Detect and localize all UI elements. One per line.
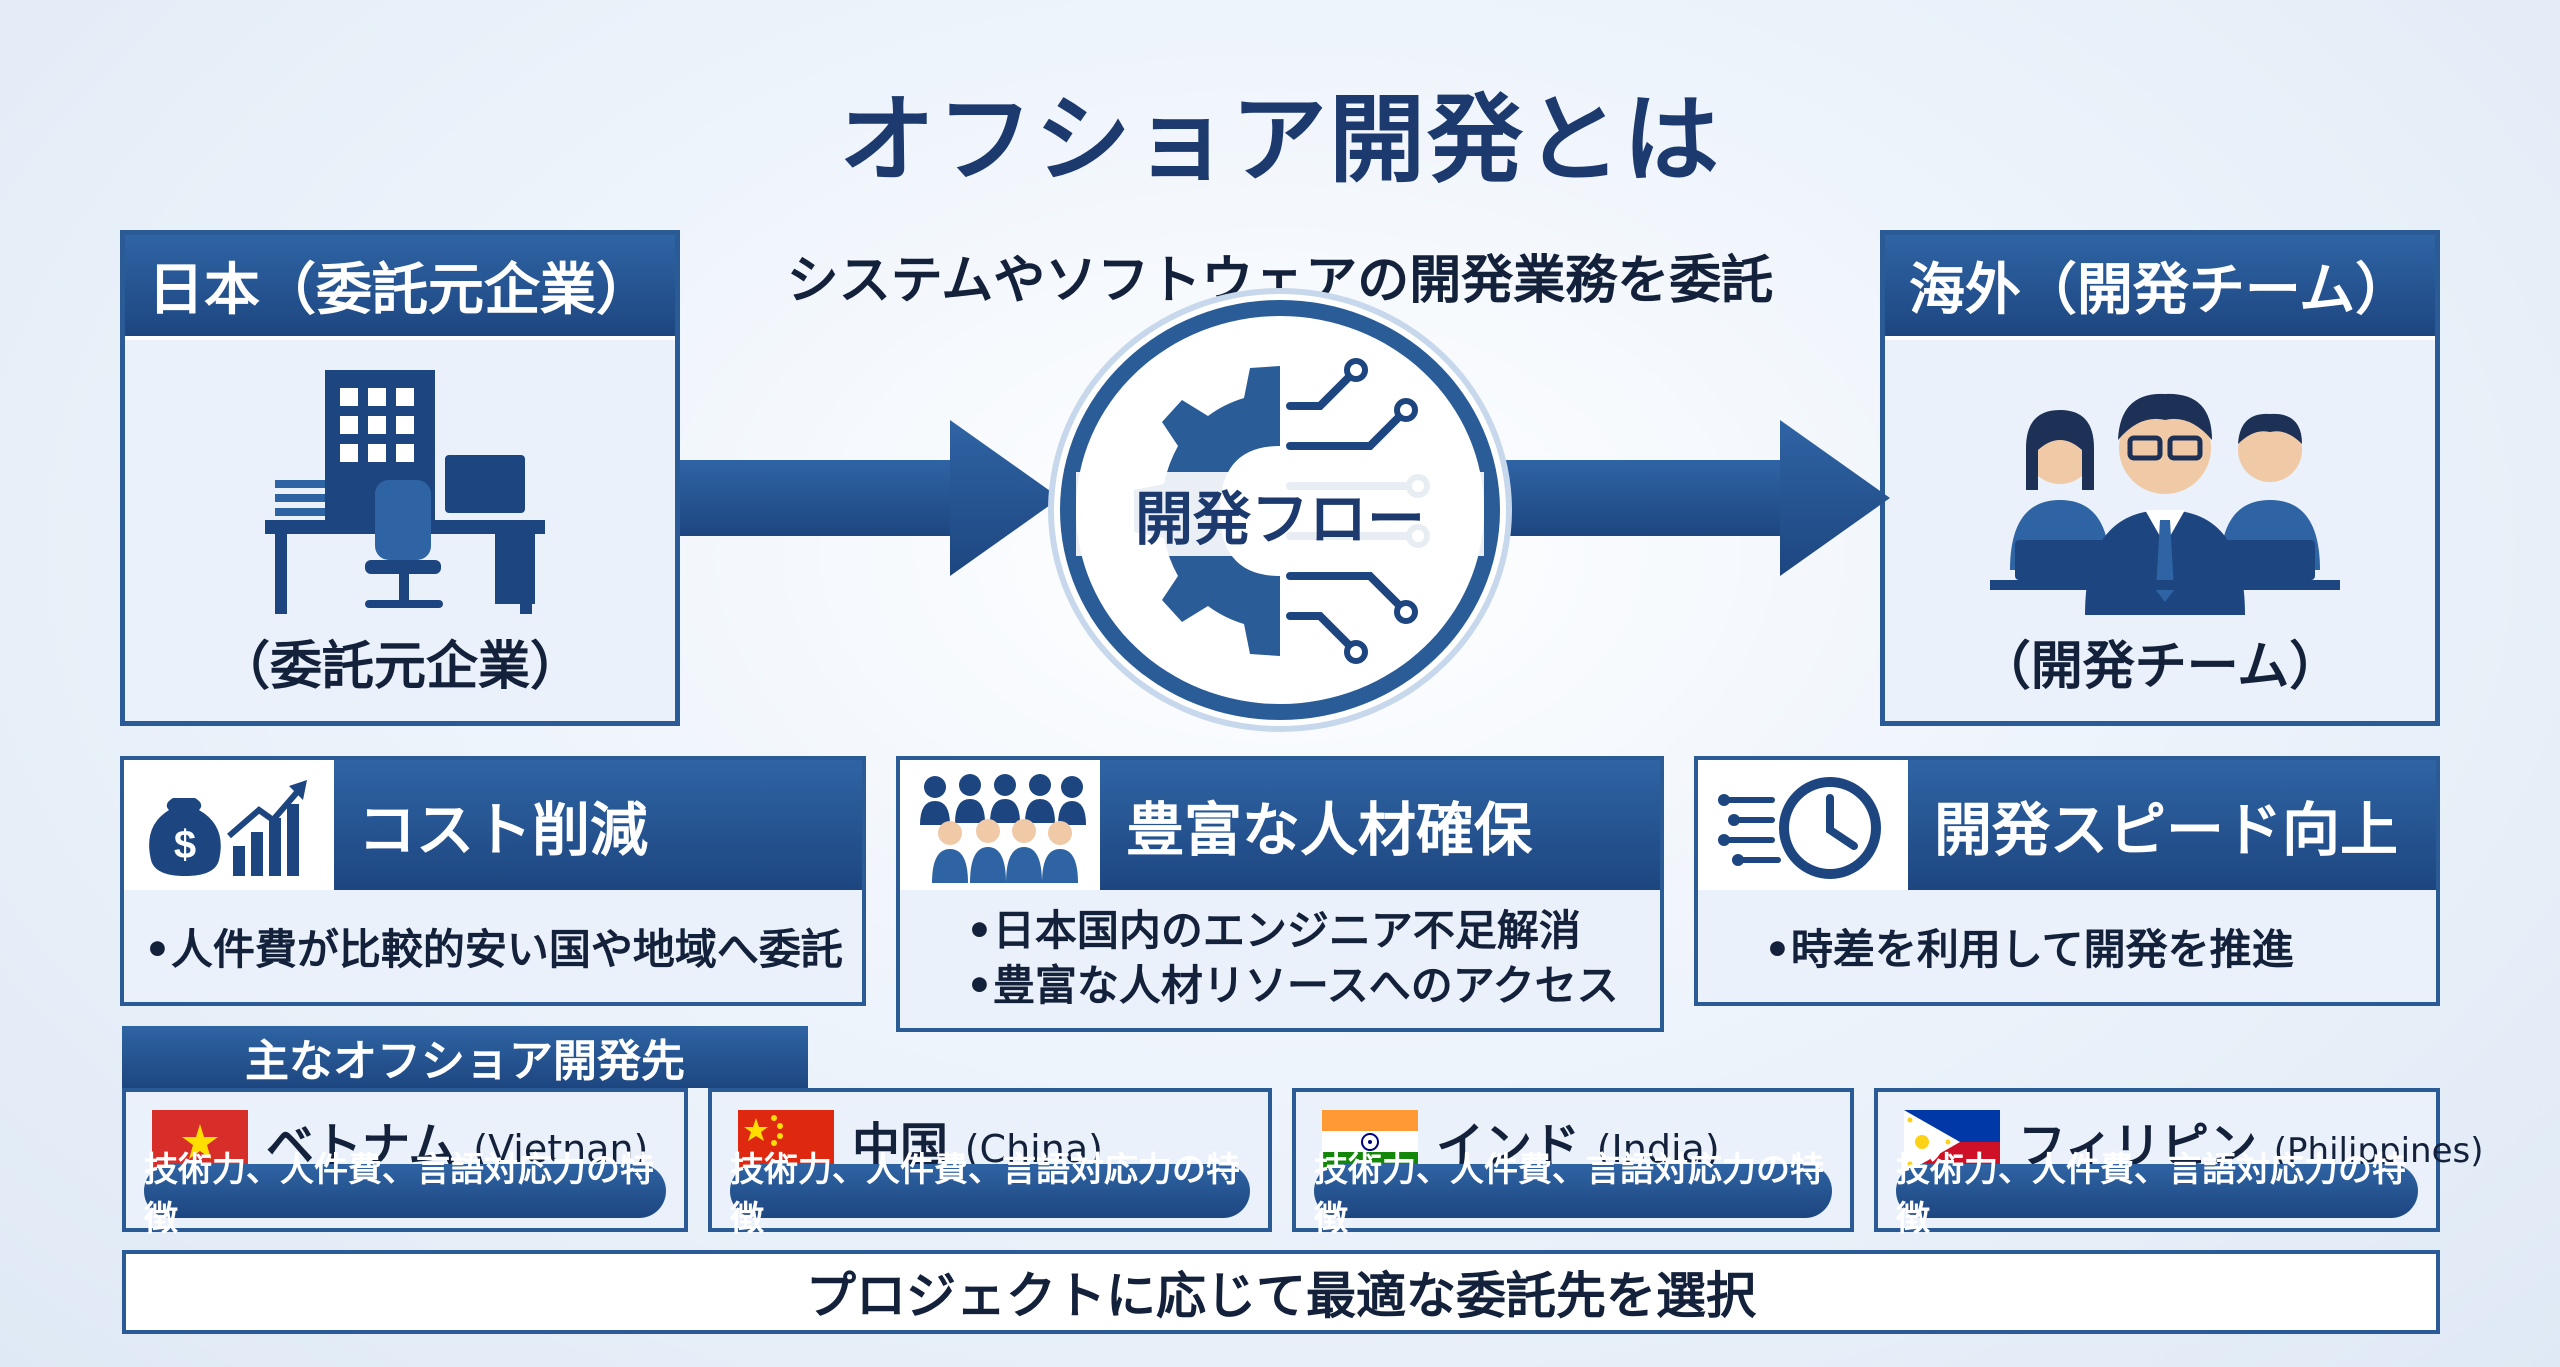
svg-text:$: $ (174, 823, 196, 867)
benefit-bullet: •人件費が比較的安い国や地域へ委託 (144, 924, 843, 974)
page-title: オフショア開発とは (839, 84, 1721, 196)
overseas-team-box: 海外（開発チーム） （開発チーム） (1880, 230, 2440, 726)
dev-flow-label: 開発フロー (1076, 472, 1484, 556)
country-card-china: 中国 (China) 技術力、人件費、言語対応力の特徴 (708, 1088, 1272, 1239)
benefit-title-talent: 豊富な人材確保 (1126, 796, 1533, 864)
benefit-title-speed: 開発スピード向上 (1934, 796, 2399, 864)
fast-clock-icon (1698, 760, 1908, 890)
office-desk-icon (265, 370, 545, 614)
benefit-bullet: •豊富な人材リソースへのアクセス (966, 961, 1619, 1010)
benefit-body-cost: •人件費が比較的安い国や地域へ委託 (124, 890, 862, 1002)
benefit-body-talent: •日本国内のエンジニア不足解消 •豊富な人材リソースへのアクセス (900, 890, 1660, 1028)
benefit-card-talent: 豊富な人材確保 •日本国内のエンジニア不足解消 •豊富な人材リソースへのアクセス (896, 756, 1664, 1032)
country-card-vietnam: ベトナム (Vietnan) 技術力、人件費、言語対応力の特徴 (122, 1088, 688, 1239)
money-chart-icon: $ (124, 760, 334, 890)
country-feature-badge: 技術力、人件費、言語対応力の特徴 (1314, 1150, 1832, 1239)
japan-client-header: 日本（委託元企業） (125, 235, 675, 340)
country-feature-badge: 技術力、人件費、言語対応力の特徴 (730, 1150, 1250, 1239)
dev-flow-circle: 開発フロー (1060, 300, 1500, 720)
dev-team-icon (1990, 393, 2340, 615)
benefit-card-cost: $ コスト削減 •人件費が比較的安い国や地域へ委託 (120, 756, 866, 1006)
overseas-team-header: 海外（開発チーム） (1885, 235, 2435, 340)
people-group-icon (900, 760, 1100, 890)
country-card-india: インド (India) 技術力、人件費、言語対応力の特徴 (1292, 1088, 1854, 1239)
left-arrow-head-icon (950, 420, 1060, 576)
vietnam-flag-icon (152, 1110, 248, 1174)
benefit-title-cost: コスト削減 (358, 796, 649, 864)
benefit-body-speed: •時差を利用して開発を推進 (1698, 890, 2436, 1002)
japan-client-box: 日本（委託元企業） （委託元企業） (120, 230, 680, 726)
country-name-en: (India) (1596, 1127, 1720, 1171)
country-feature-badge: 技術力、人件費、言語対応力の特徴 (1896, 1150, 2418, 1239)
right-arrow-shaft (1490, 460, 1790, 536)
benefit-bullet: •時差を利用して開発を推進 (1764, 924, 2294, 974)
left-arrow-shaft (680, 460, 960, 536)
country-feature-badge: 技術力、人件費、言語対応力の特徴 (144, 1150, 666, 1239)
benefit-card-speed: 開発スピード向上 •時差を利用して開発を推進 (1694, 756, 2440, 1006)
country-card-philippines: フィリピン (Philippines) 技術力、人件費、言語対応力の特徴 (1874, 1088, 2483, 1239)
country-name-en: (Vietnan) (473, 1127, 649, 1171)
bottom-note: プロジェクトに応じて最適な委託先を選択 (122, 1250, 2440, 1334)
offshore-destinations-label: 主なオフショア開発先 (122, 1026, 808, 1088)
benefit-bullet: •日本国内のエンジニア不足解消 (966, 906, 1581, 956)
china-flag-icon (738, 1110, 834, 1174)
country-name-en: (China) (964, 1127, 1103, 1171)
japan-client-caption: （委託元企業） (217, 637, 582, 697)
overseas-team-caption: （開発チーム） (1978, 637, 2342, 697)
right-arrow-head-icon (1780, 420, 1890, 576)
